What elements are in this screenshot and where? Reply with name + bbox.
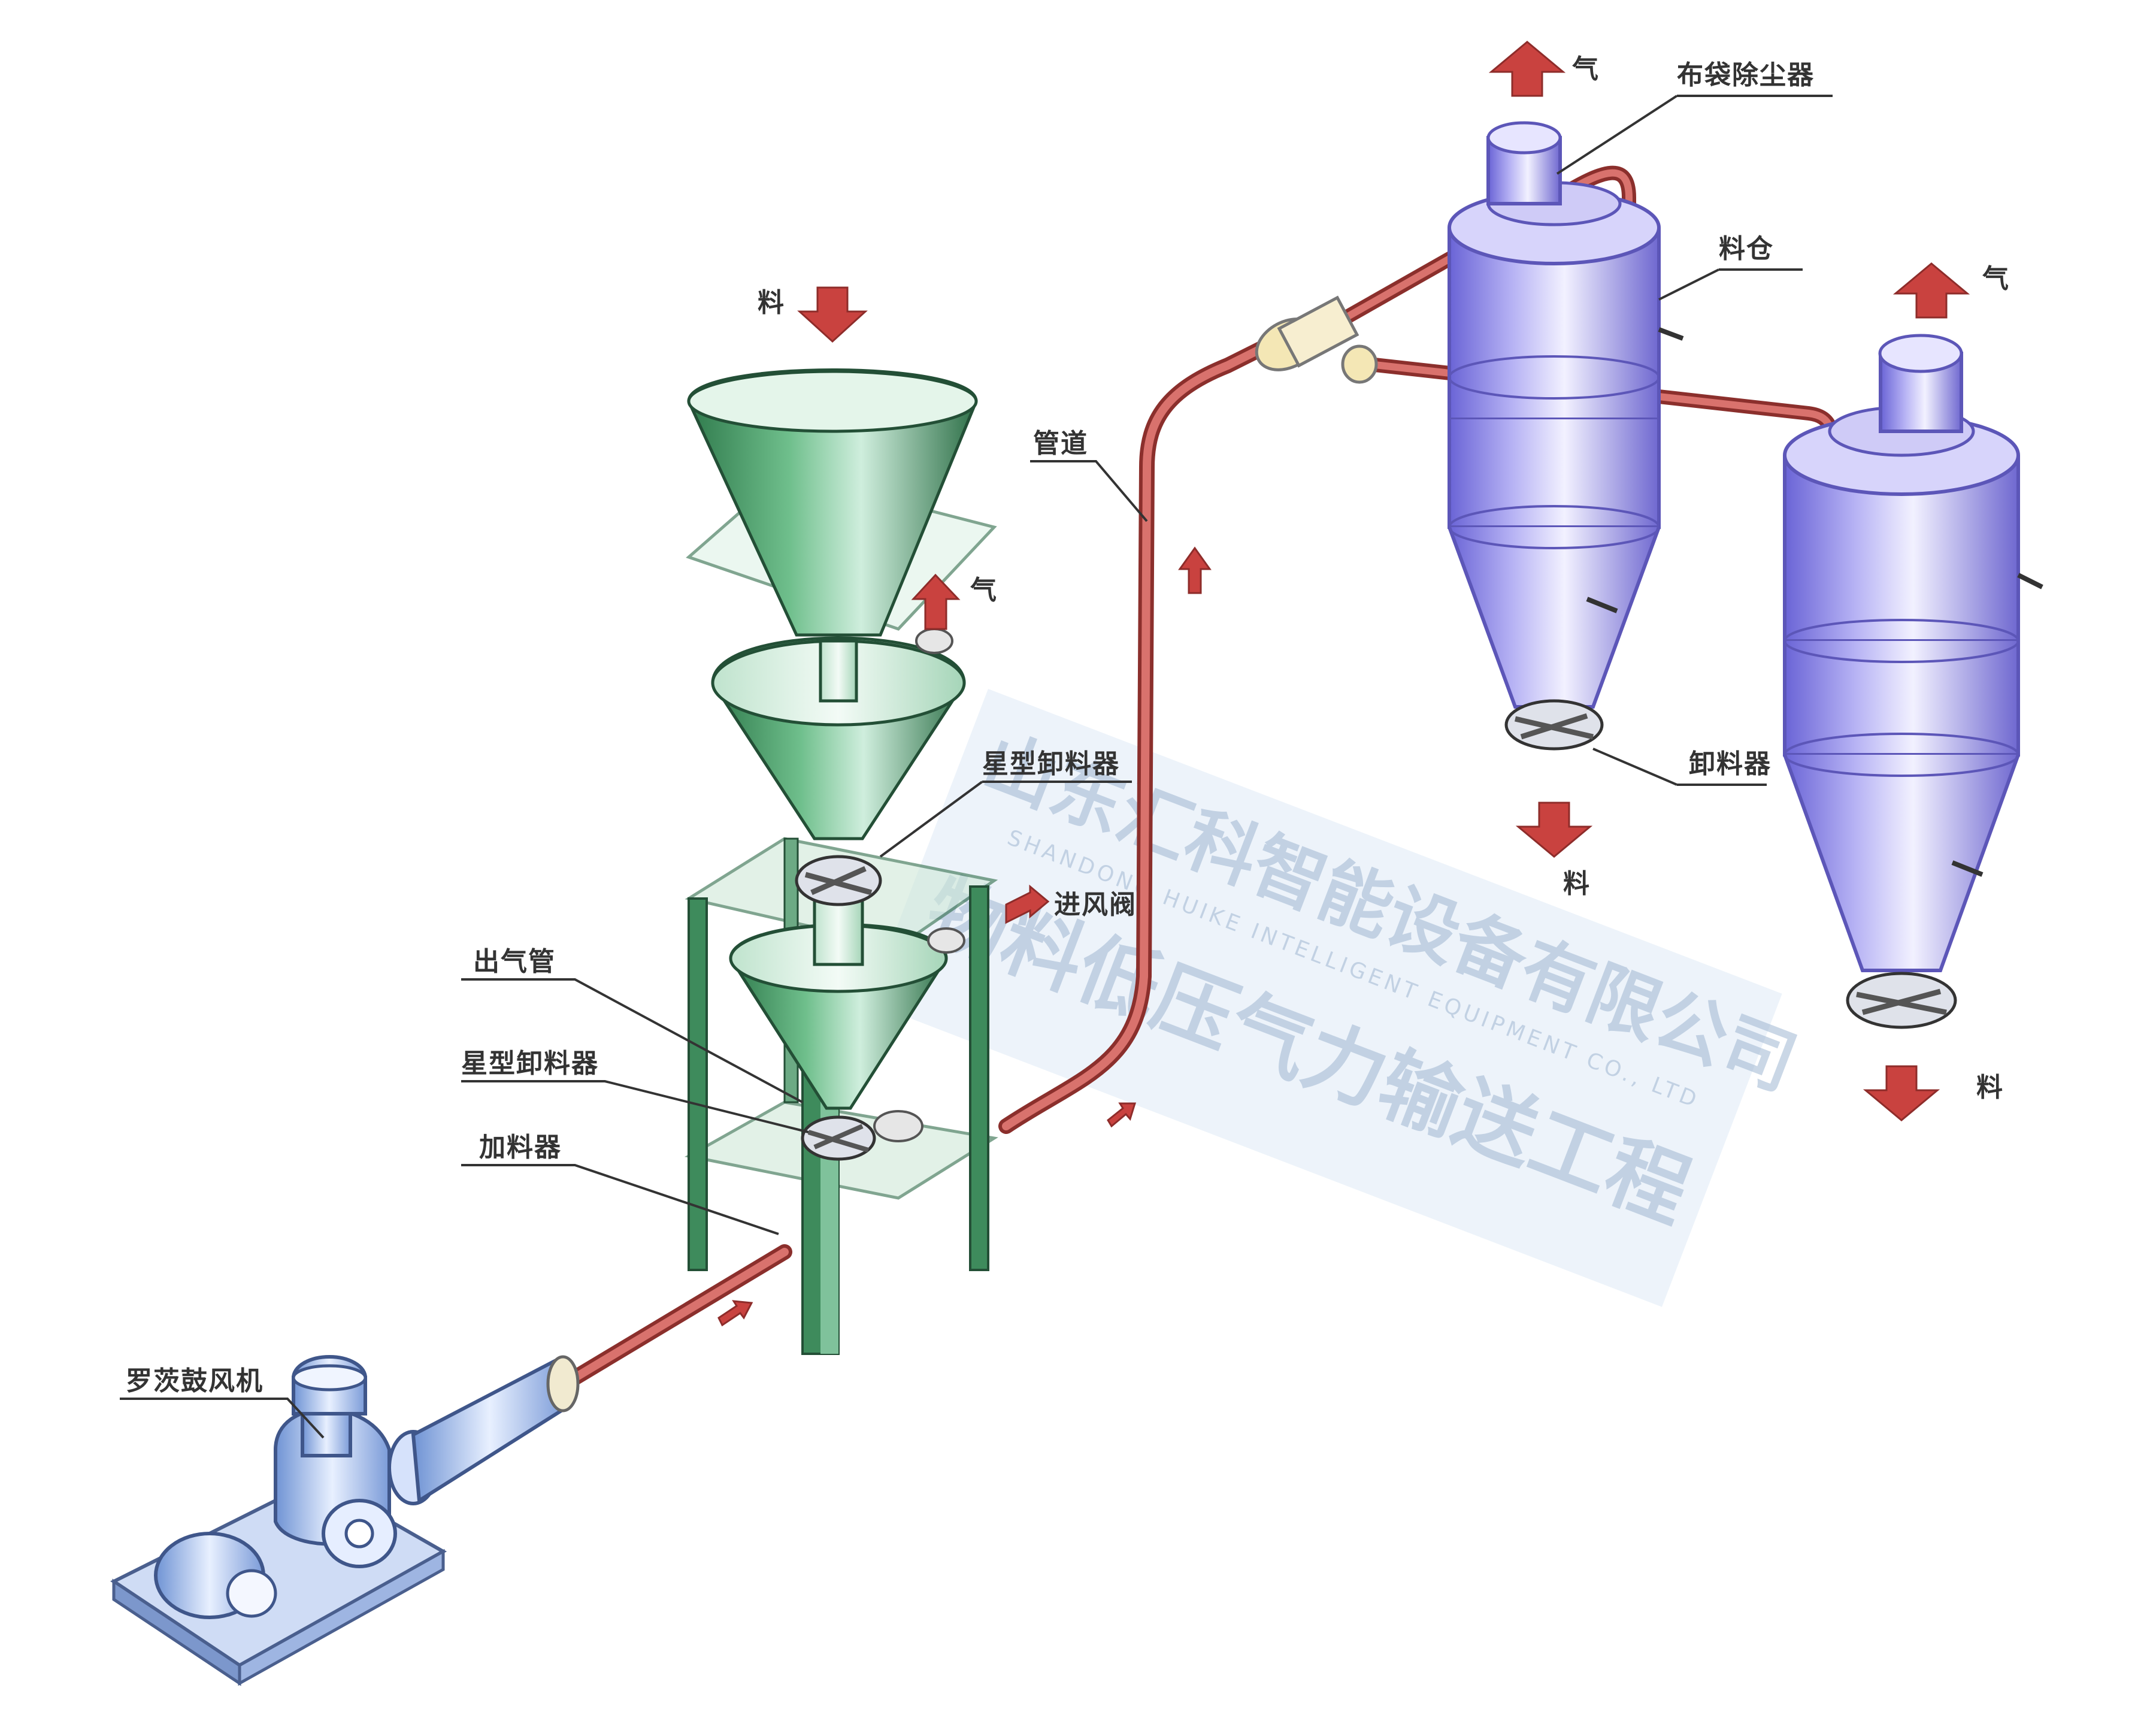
- label-feed-in: 料: [758, 288, 785, 318]
- flow-arrows: [717, 41, 1970, 1327]
- label-air-out-1: 气: [1572, 54, 1600, 84]
- air-out-arrow-2: [1892, 262, 1970, 319]
- label-conveying-pipe: 管道: [1033, 428, 1088, 459]
- label-air-out-hopper: 气: [970, 575, 998, 606]
- label-vent-pipe: 出气管: [473, 946, 556, 977]
- label-mixer: 加料器: [479, 1132, 562, 1163]
- feed-in-arrow: [797, 286, 868, 343]
- air-out-arrow-hopper: [911, 573, 961, 630]
- label-blower: 罗茨鼓风机: [126, 1366, 264, 1396]
- label-silo: 料仓: [1719, 234, 1774, 264]
- silo-right: [1783, 334, 2043, 1029]
- label-upper-valve: 星型卸料器: [982, 749, 1120, 779]
- label-air-out-2: 气: [1982, 264, 2010, 294]
- air-out-arrow-1: [1488, 41, 1566, 97]
- pipe-flow-arrow-1: [717, 1300, 753, 1327]
- material-out-arrow-2: [1863, 1065, 1940, 1121]
- pipe-up-arrow: [1178, 546, 1212, 594]
- material-out-arrow-1: [1515, 802, 1593, 858]
- label-lower-valve: 星型卸料器: [461, 1048, 599, 1079]
- label-intake-air: 进风阀: [1054, 890, 1137, 920]
- label-material-out-1: 料: [1563, 869, 1591, 899]
- roots-blower: [110, 1355, 580, 1686]
- label-discharge-valve: 卸料器: [1689, 749, 1772, 779]
- y-branch-fitting: [1255, 295, 1378, 384]
- intake-air-arrow: [1005, 884, 1050, 924]
- label-cyclone-outlet: 布袋除尘器: [1677, 60, 1815, 90]
- labels: 料 气 星型卸料器 进风阀 出气管 星型卸料器 加料器 罗茨鼓风机 管道 布袋除…: [126, 54, 2010, 1396]
- label-material-out-2: 料: [1976, 1072, 2004, 1103]
- silo-left: [1448, 121, 1684, 751]
- callout-leaders: [120, 95, 1833, 1439]
- feed-hopper-assembly: [684, 368, 998, 1355]
- pipe-flow-arrow-2: [1107, 1102, 1137, 1128]
